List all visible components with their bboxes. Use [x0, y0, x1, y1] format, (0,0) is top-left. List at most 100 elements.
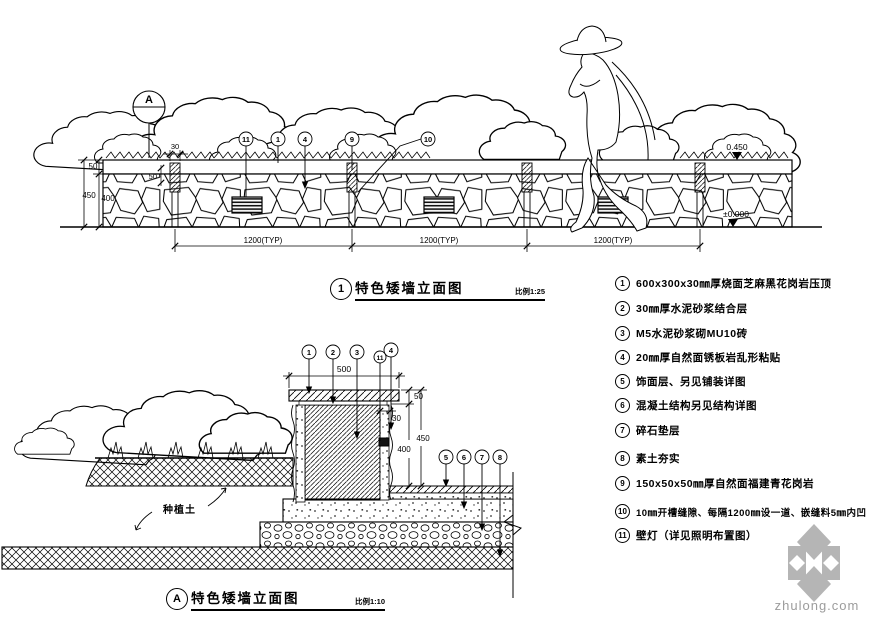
section-title: 特色矮墙立面图 比例1:10 — [191, 587, 385, 611]
section-callouts-top — [301, 342, 399, 441]
section-title-number: A — [166, 588, 188, 610]
svg-text:9: 9 — [350, 135, 354, 144]
note-item: 3 M5水泥砂浆砌MU10砖 — [615, 326, 748, 341]
note-text: 150x50x50㎜厚自然面福建青花岗岩 — [636, 478, 815, 490]
note-text: 20㎜厚自然面锈板岩乱形粘贴 — [636, 352, 781, 364]
section-top-dim — [283, 372, 405, 388]
paving-finish-layer — [387, 485, 514, 494]
gravel-layer — [259, 521, 514, 548]
elevation-joint-dims — [157, 150, 188, 187]
dim-30: 30 — [171, 142, 179, 151]
hat-crown — [576, 25, 607, 43]
person-arm — [579, 79, 601, 87]
wall-coping — [102, 159, 793, 175]
dim-s450: 450 — [416, 434, 430, 443]
svg-text:7: 7 — [480, 453, 484, 462]
svg-text:11: 11 — [242, 135, 250, 144]
person-body — [568, 52, 648, 233]
veneer-right — [379, 404, 390, 501]
note-text: 壁灯（详见照明布置图） — [636, 530, 757, 542]
svg-text:1: 1 — [307, 348, 311, 357]
level-markers: 0.450 ±0.000 — [723, 142, 749, 227]
svg-text:4: 4 — [303, 135, 308, 144]
mortar-bed — [298, 400, 388, 406]
elevation-view: A 11 1 4 9 10 — [33, 25, 822, 252]
level-ground: ±0.000 — [723, 209, 749, 219]
planting-bed — [85, 457, 294, 487]
note-item: 5 饰面层、另见铺装详图 — [615, 374, 746, 389]
section-title-text: 特色矮墙立面图 — [191, 591, 300, 606]
note-item: 1 600x300x30㎜厚烧面芝麻黑花岗岩压顶 — [615, 276, 831, 291]
wall-lamp-section — [378, 437, 390, 447]
section-callout-side-numbers: 5 6 7 8 — [444, 453, 502, 462]
dim-450: 450 — [82, 191, 96, 200]
note-text: 混凝土结构另见结构详图 — [636, 400, 757, 412]
elevation-title-number: 1 — [330, 278, 352, 300]
veneer-left — [295, 404, 306, 503]
dim-50: 50 — [89, 162, 98, 171]
level-top: 0.450 — [726, 142, 748, 152]
section-title-scale: 比例1:10 — [354, 597, 385, 606]
section-callout-top-numbers: 1 2 3 11 4 — [307, 346, 394, 362]
note-number-badge: 9 — [615, 476, 630, 491]
note-number-badge: 1 — [615, 276, 630, 291]
svg-text:2: 2 — [331, 348, 335, 357]
granite-joint-strips — [169, 162, 706, 227]
svg-text:1200(TYP): 1200(TYP) — [420, 236, 459, 245]
watermark-logo — [788, 524, 840, 602]
svg-text:3: 3 — [355, 348, 359, 357]
svg-text:8: 8 — [498, 453, 502, 462]
note-item: 9 150x50x50㎜厚自然面福建青花岗岩 — [615, 476, 814, 491]
wall-core-section — [304, 404, 381, 501]
dim-500: 500 — [337, 364, 351, 374]
svg-text:10: 10 — [424, 135, 432, 144]
svg-text:4: 4 — [389, 346, 394, 355]
note-number-badge: 8 — [615, 451, 630, 466]
note-text: M5水泥砂浆砌MU10砖 — [636, 328, 748, 340]
dim-400: 400 — [101, 194, 115, 203]
soil-label: 种植土 — [162, 503, 196, 516]
note-text: 碎石垫层 — [636, 425, 680, 437]
note-number-badge: 11 — [615, 528, 630, 543]
svg-text:5: 5 — [444, 453, 448, 462]
footing-concrete — [282, 498, 514, 523]
veneer-left-face — [291, 404, 295, 503]
section-right-dims — [376, 386, 427, 490]
elevation-left-dims — [78, 156, 103, 231]
note-text: 饰面层、另见铺装详图 — [636, 376, 746, 388]
person-figure — [559, 25, 656, 233]
section-cut-marker — [132, 90, 166, 158]
note-item: 11 壁灯（详见照明布置图） — [615, 528, 757, 543]
soil-label-leaders — [134, 487, 227, 531]
note-item: 7 碎石垫层 — [615, 423, 680, 438]
person-scarf — [611, 61, 656, 161]
section-marker-letter: A — [145, 94, 153, 106]
note-text: 600x300x30㎜厚烧面芝麻黑花岗岩压顶 — [636, 278, 832, 290]
note-number-badge: 3 — [615, 326, 630, 341]
note-text: 素土夯实 — [636, 453, 680, 465]
elevation-bottom-dims — [171, 229, 704, 252]
svg-text:1200(TYP): 1200(TYP) — [594, 236, 633, 245]
elevation-title: 特色矮墙立面图 比例1:25 — [355, 277, 545, 301]
note-number-badge: 10 — [615, 504, 630, 519]
break-line — [502, 472, 522, 598]
section-callouts-side — [438, 449, 508, 558]
note-item: 2 30㎜厚水泥砂浆结合层 — [615, 301, 748, 316]
elevation-callouts — [238, 131, 436, 197]
shrubs-section — [14, 390, 293, 466]
section-view: 500 50 30 400 450 — [1, 342, 522, 598]
elevation-title-scale: 比例1:25 — [514, 287, 545, 296]
svg-text:11: 11 — [377, 355, 384, 362]
svg-text:6: 6 — [462, 453, 466, 462]
svg-text:1: 1 — [276, 135, 280, 144]
dim-s400: 400 — [397, 445, 411, 454]
elevation-title-text: 特色矮墙立面图 — [355, 281, 464, 296]
note-number-badge: 7 — [615, 423, 630, 438]
note-text: 30㎜厚水泥砂浆结合层 — [636, 303, 748, 315]
paving-bed-layer — [387, 492, 514, 500]
note-number-badge: 5 — [615, 374, 630, 389]
elevation-callout-numbers: 11 1 4 9 10 — [242, 135, 432, 144]
note-number-badge: 2 — [615, 301, 630, 316]
